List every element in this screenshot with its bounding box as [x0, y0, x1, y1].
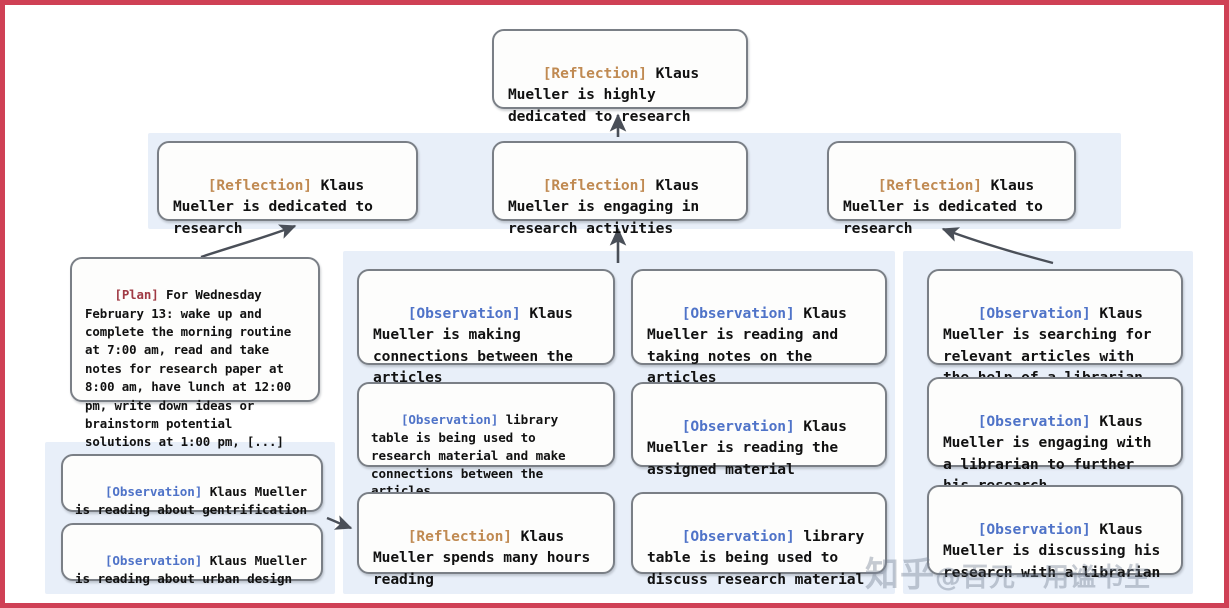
node-tag: [Observation]: [104, 552, 203, 568]
reflection-node-2[interactable]: [Reflection] Klaus Mueller is engaging i…: [492, 141, 748, 237]
node-tag: [Observation]: [977, 520, 1091, 538]
node-tag: [Reflection]: [407, 527, 512, 545]
reflection-node-1[interactable]: [Reflection] Klaus Mueller is dedicated …: [157, 141, 418, 237]
column-a-node-1[interactable]: [Observation] Klaus Mueller is making co…: [357, 269, 615, 386]
node-tag: [Observation]: [681, 304, 795, 322]
top-reflection-node[interactable]: [Reflection] Klaus Mueller is highly ded…: [492, 29, 748, 125]
node-tag: [Observation]: [400, 411, 499, 427]
node-tag: [Observation]: [977, 304, 1091, 322]
node-text: Klaus Mueller spends many hours reading: [373, 527, 599, 588]
node-text: Klaus Mueller is highly dedicated to res…: [508, 64, 708, 125]
node-tag: [Observation]: [681, 527, 795, 545]
node-tag: [Observation]: [681, 417, 795, 435]
node-text: library table is being used to research …: [371, 411, 574, 499]
node-tag: [Plan]: [114, 287, 159, 303]
column-b-node-3[interactable]: [Observation] library table is being use…: [631, 492, 887, 588]
node-text: Klaus Mueller is reading about urban des…: [75, 552, 315, 586]
node-text: Klaus Mueller is engaging in research ac…: [508, 176, 708, 237]
column-c-node-2[interactable]: [Observation] Klaus Mueller is engaging …: [927, 377, 1183, 494]
node-tag: [Observation]: [407, 304, 521, 322]
node-tag: [Observation]: [104, 483, 203, 499]
plan-node[interactable]: [Plan] For Wednesday February 13: wake u…: [70, 257, 320, 449]
node-tag: [Reflection]: [542, 64, 647, 82]
column-c-node-1[interactable]: [Observation] Klaus Mueller is searching…: [927, 269, 1183, 386]
left-observation-node-2[interactable]: [Observation] Klaus Mueller is reading a…: [61, 523, 323, 586]
watermark-site: 知乎: [865, 555, 935, 595]
left-observation-node-1[interactable]: [Observation] Klaus Mueller is reading a…: [61, 454, 323, 517]
node-tag: [Reflection]: [207, 176, 312, 194]
column-a-node-2[interactable]: [Observation] library table is being use…: [357, 382, 615, 498]
node-text: Klaus Mueller is discussing his research…: [943, 520, 1169, 581]
node-tag: [Reflection]: [877, 176, 982, 194]
column-b-node-1[interactable]: [Observation] Klaus Mueller is reading a…: [631, 269, 887, 386]
reflection-node-3[interactable]: [Reflection] Klaus Mueller is dedicated …: [827, 141, 1076, 237]
node-text: Klaus Mueller is dedicated to research: [173, 176, 382, 237]
node-text: library table is being used to discuss r…: [647, 527, 873, 588]
node-tag: [Reflection]: [542, 176, 647, 194]
column-a-node-3[interactable]: [Reflection] Klaus Mueller spends many h…: [357, 492, 615, 588]
node-tag: [Observation]: [977, 412, 1091, 430]
column-b-node-2[interactable]: [Observation] Klaus Mueller is reading t…: [631, 382, 887, 478]
column-c-node-3[interactable]: [Observation] Klaus Mueller is discussin…: [927, 485, 1183, 581]
node-text: Klaus Mueller is reading about gentrific…: [75, 483, 315, 517]
node-text: Klaus Mueller is dedicated to research: [843, 176, 1052, 237]
node-text: Klaus Mueller is reading the assigned ma…: [647, 417, 856, 478]
node-text: For Wednesday February 13: wake up and c…: [85, 287, 299, 450]
watermark: 知乎@百元一用谧书生: [865, 547, 1224, 596]
watermark-handle: @百元一用谧书生: [935, 563, 1152, 593]
